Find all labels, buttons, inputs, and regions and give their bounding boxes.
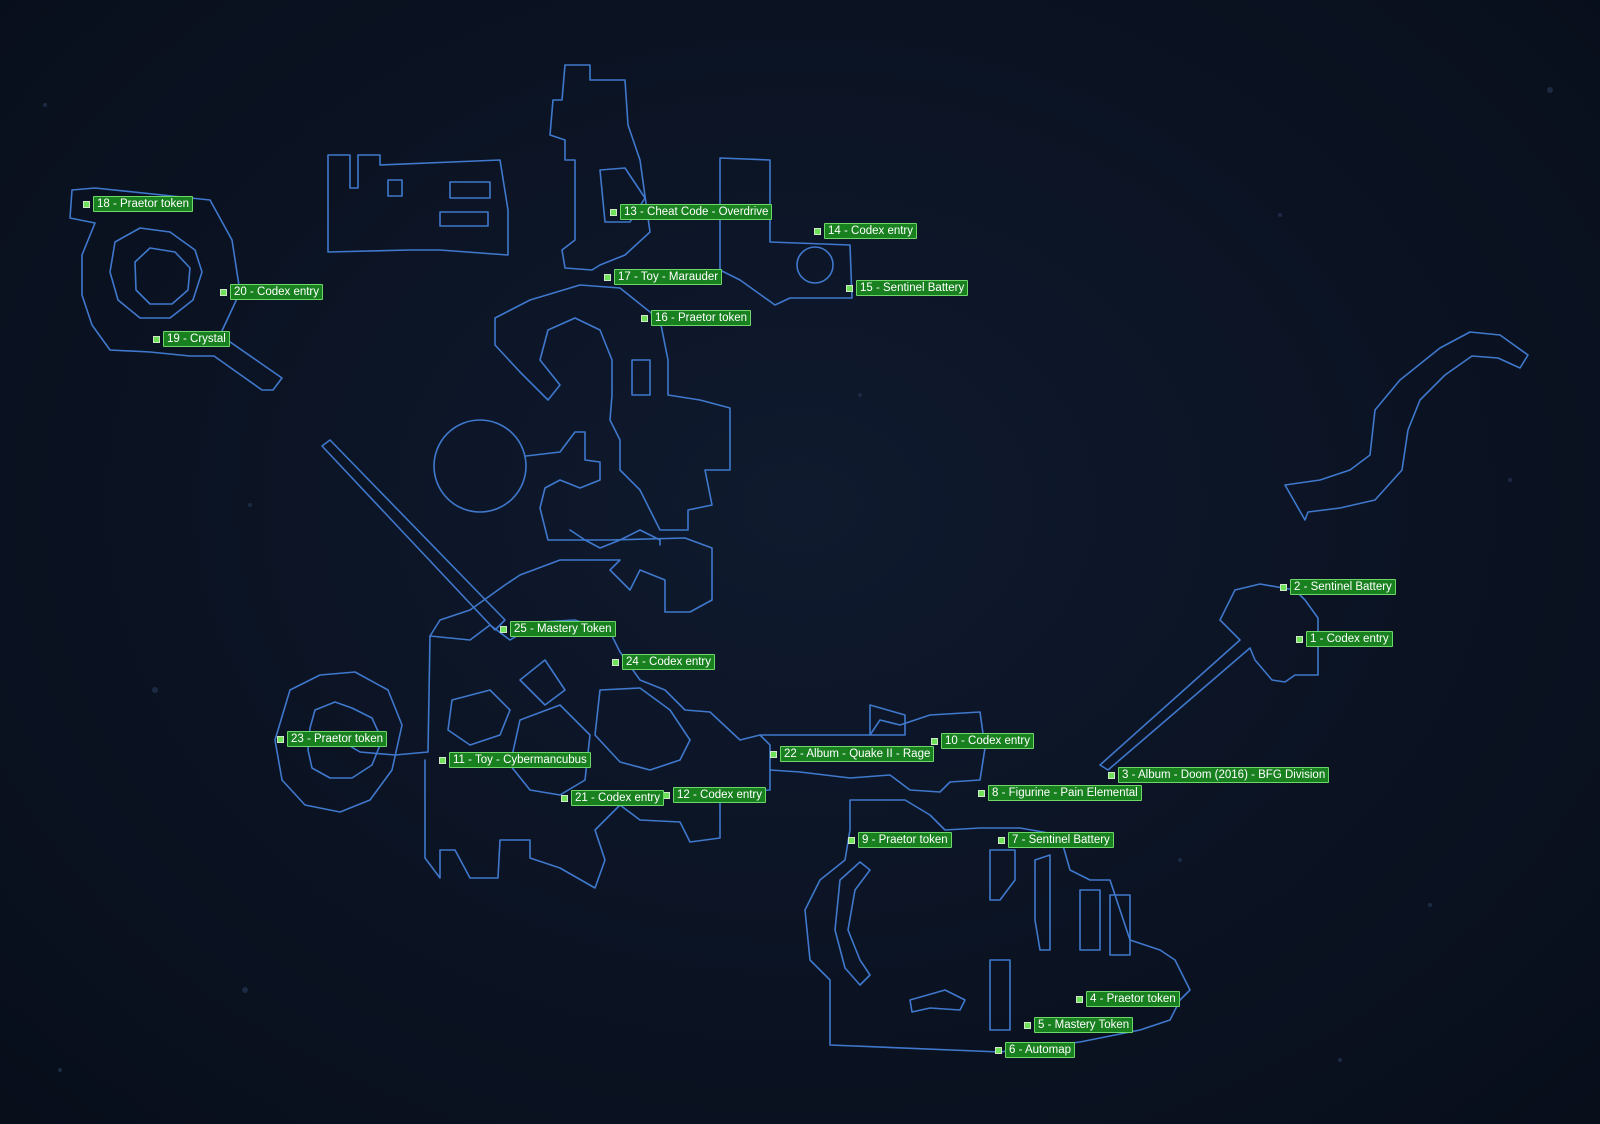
- marker-dot-icon[interactable]: [770, 750, 777, 758]
- marker-dot-icon[interactable]: [978, 789, 985, 797]
- map-marker[interactable]: 10 - Codex entry: [931, 733, 1035, 749]
- map-marker[interactable]: 14 - Codex entry: [814, 223, 918, 239]
- map-marker[interactable]: 12 - Codex entry: [663, 787, 767, 803]
- map-marker[interactable]: 25 - Mastery Token: [500, 621, 616, 637]
- map-marker[interactable]: 11 - Toy - Cybermancubus: [439, 752, 591, 768]
- marker-dot-icon[interactable]: [220, 288, 227, 296]
- marker-label[interactable]: 6 - Automap: [1005, 1042, 1076, 1058]
- map-marker[interactable]: 3 - Album - Doom (2016) - BFG Division: [1108, 767, 1330, 783]
- north-building: [327, 154, 509, 256]
- marker-label[interactable]: 25 - Mastery Token: [510, 621, 616, 637]
- map-marker[interactable]: 17 - Toy - Marauder: [604, 269, 723, 285]
- map-marker[interactable]: 23 - Praetor token: [277, 731, 388, 747]
- marker-dot-icon[interactable]: [995, 1046, 1002, 1054]
- marker-label[interactable]: 21 - Codex entry: [571, 790, 665, 806]
- marker-dot-icon[interactable]: [814, 227, 821, 235]
- marker-label[interactable]: 11 - Toy - Cybermancubus: [449, 752, 591, 768]
- marker-label[interactable]: 10 - Codex entry: [941, 733, 1035, 749]
- map-marker[interactable]: 24 - Codex entry: [612, 654, 716, 670]
- marker-label[interactable]: 9 - Praetor token: [858, 832, 952, 848]
- marker-dot-icon[interactable]: [610, 208, 617, 216]
- map-marker[interactable]: 5 - Mastery Token: [1024, 1017, 1134, 1033]
- marker-label[interactable]: 13 - Cheat Code - Overdrive: [620, 204, 773, 220]
- marker-label[interactable]: 17 - Toy - Marauder: [614, 269, 723, 285]
- marker-label[interactable]: 3 - Album - Doom (2016) - BFG Division: [1118, 767, 1330, 783]
- marker-dot-icon[interactable]: [604, 273, 611, 281]
- map-marker[interactable]: 22 - Album - Quake II - Rage: [770, 746, 935, 762]
- marker-label[interactable]: 7 - Sentinel Battery: [1008, 832, 1114, 848]
- marker-label[interactable]: 16 - Praetor token: [651, 310, 752, 326]
- marker-label[interactable]: 15 - Sentinel Battery: [856, 280, 969, 296]
- marker-dot-icon[interactable]: [153, 335, 160, 343]
- southeast-complex: [804, 799, 1191, 1053]
- central-column: [339, 284, 731, 756]
- marker-label[interactable]: 8 - Figurine - Pain Elemental: [988, 785, 1142, 801]
- map-marker[interactable]: 2 - Sentinel Battery: [1280, 579, 1396, 595]
- marker-label[interactable]: 18 - Praetor token: [93, 196, 194, 212]
- marker-label[interactable]: 4 - Praetor token: [1086, 991, 1180, 1007]
- east-arm: [1099, 331, 1529, 771]
- marker-dot-icon[interactable]: [1076, 995, 1083, 1003]
- marker-label[interactable]: 19 - Crystal: [163, 331, 230, 347]
- map-marker[interactable]: 6 - Automap: [995, 1042, 1076, 1058]
- marker-label[interactable]: 5 - Mastery Token: [1034, 1017, 1134, 1033]
- marker-dot-icon[interactable]: [561, 794, 568, 802]
- east-connector: [759, 704, 986, 793]
- map-marker[interactable]: 4 - Praetor token: [1076, 991, 1180, 1007]
- map-marker[interactable]: 20 - Codex entry: [220, 284, 324, 300]
- northwest-ring-area: [69, 187, 283, 391]
- map-marker[interactable]: 9 - Praetor token: [848, 832, 952, 848]
- marker-label[interactable]: 24 - Codex entry: [622, 654, 716, 670]
- marker-dot-icon[interactable]: [83, 200, 90, 208]
- marker-dot-icon[interactable]: [500, 625, 507, 633]
- map-marker[interactable]: 19 - Crystal: [153, 331, 230, 347]
- map-marker[interactable]: 8 - Figurine - Pain Elemental: [978, 785, 1142, 801]
- diagonal-corridor: [321, 439, 506, 631]
- marker-label[interactable]: 22 - Album - Quake II - Rage: [780, 746, 935, 762]
- marker-dot-icon[interactable]: [1024, 1021, 1031, 1029]
- marker-dot-icon[interactable]: [998, 836, 1005, 844]
- marker-label[interactable]: 23 - Praetor token: [287, 731, 388, 747]
- marker-dot-icon[interactable]: [848, 836, 855, 844]
- map-marker[interactable]: 15 - Sentinel Battery: [846, 280, 969, 296]
- map-marker[interactable]: 13 - Cheat Code - Overdrive: [610, 204, 773, 220]
- map-marker[interactable]: 18 - Praetor token: [83, 196, 194, 212]
- marker-dot-icon[interactable]: [439, 756, 446, 764]
- marker-dot-icon[interactable]: [1296, 635, 1303, 643]
- marker-dot-icon[interactable]: [1108, 771, 1115, 779]
- map-marker[interactable]: 16 - Praetor token: [641, 310, 752, 326]
- marker-label[interactable]: 14 - Codex entry: [824, 223, 918, 239]
- map-marker[interactable]: 7 - Sentinel Battery: [998, 832, 1114, 848]
- map-marker[interactable]: 1 - Codex entry: [1296, 631, 1393, 647]
- marker-label[interactable]: 20 - Codex entry: [230, 284, 324, 300]
- marker-dot-icon[interactable]: [846, 284, 853, 292]
- marker-dot-icon[interactable]: [641, 314, 648, 322]
- background-stars: [43, 87, 1553, 1072]
- marker-label[interactable]: 12 - Codex entry: [673, 787, 767, 803]
- marker-dot-icon[interactable]: [663, 791, 670, 799]
- marker-label[interactable]: 2 - Sentinel Battery: [1290, 579, 1396, 595]
- marker-dot-icon[interactable]: [277, 735, 284, 743]
- west-ring-area: [274, 671, 403, 813]
- marker-dot-icon[interactable]: [1280, 583, 1287, 591]
- marker-label[interactable]: 1 - Codex entry: [1306, 631, 1393, 647]
- marker-dot-icon[interactable]: [931, 737, 938, 745]
- marker-dot-icon[interactable]: [612, 658, 619, 666]
- map-marker[interactable]: 21 - Codex entry: [561, 790, 665, 806]
